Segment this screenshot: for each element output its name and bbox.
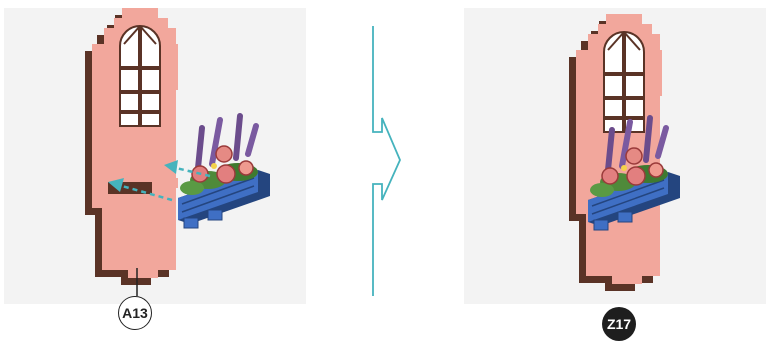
part-label-badge: A13 [118,296,152,330]
wall-piece-before [85,8,178,285]
step-label-badge: Z17 [602,307,636,341]
step-arrow-icon [373,26,400,296]
